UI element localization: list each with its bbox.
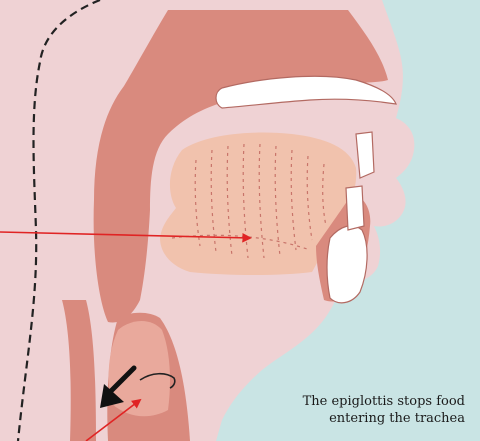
diagram-caption: The epiglottis stops food entering the t… [255,393,465,427]
lower-teeth [346,186,364,230]
caption-line-2: entering the trachea [255,410,465,427]
caption-line-1: The epiglottis stops food [255,393,465,410]
